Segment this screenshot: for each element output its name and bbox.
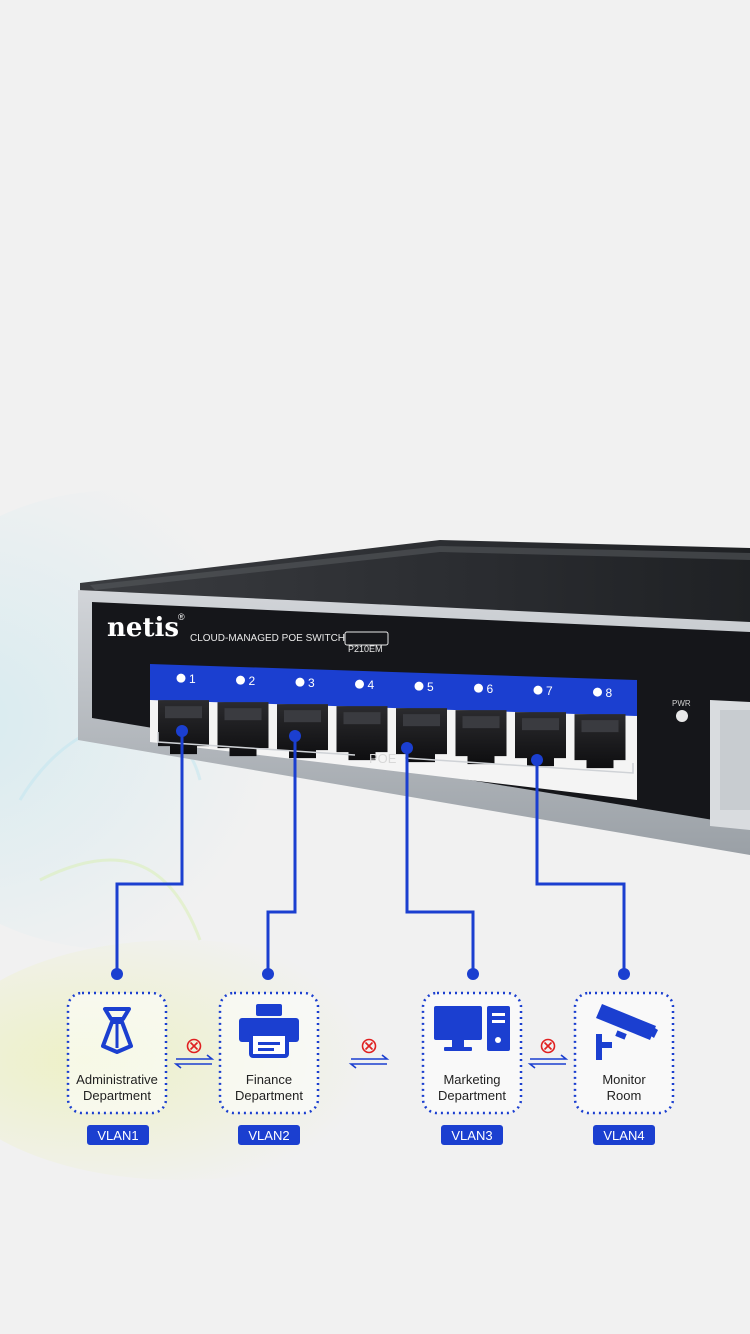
port-led-7: [533, 685, 543, 695]
port-led-6: [474, 683, 483, 693]
department-name-line1: Monitor: [602, 1072, 646, 1087]
port-number-5: 5: [427, 680, 434, 694]
vlan-badge-label: VLAN4: [603, 1128, 644, 1143]
vlan-connection-lines: [115, 731, 626, 974]
line-port5-marketing: [405, 748, 475, 974]
vlan-badge: [441, 1125, 503, 1145]
vlan-badge: [87, 1125, 149, 1145]
line-port3-finance: [266, 736, 297, 974]
department-card-marketing: Marketing Department VLAN3: [421, 991, 523, 1145]
poe-bracket-right: [404, 757, 634, 774]
blocked-circle-x-icon: [186, 1038, 202, 1054]
pwr-led: [676, 710, 688, 722]
port-led-5: [414, 681, 424, 691]
two-way-arrow-icon: [173, 1054, 215, 1069]
product-line-label: CLOUD-MANAGED POE SWITCH: [190, 633, 345, 644]
department-card-finance: Finance Department VLAN2: [218, 991, 320, 1145]
vlan-badge-label: VLAN1: [97, 1128, 138, 1143]
two-way-arrow-icon: [348, 1054, 390, 1069]
line-port1-admin: [115, 731, 184, 974]
port-number-1: 1: [189, 672, 196, 686]
isolation-marker-2-3: [348, 1038, 390, 1069]
port-led-2: [236, 675, 245, 685]
vlan-badge-label: VLAN3: [451, 1128, 492, 1143]
model-badge: [344, 631, 389, 646]
department-card-monitor: Monitor Room VLAN4: [573, 991, 675, 1145]
department-card-administrative: Administrative Department VLAN1: [66, 991, 168, 1145]
port-number-labels: 1 2 3 4 5 6 7 8: [176, 672, 613, 700]
vlan-badge: [593, 1125, 655, 1145]
port-number-8: 8: [606, 686, 613, 700]
ethernet-port-3: [277, 704, 328, 759]
department-name-line2: Department: [83, 1088, 151, 1103]
poe-label: POE: [369, 751, 397, 766]
port-number-2: 2: [249, 674, 256, 688]
vlan-badge: [238, 1125, 300, 1145]
ethernet-port-2: [217, 702, 269, 757]
blocked-circle-x-icon: [540, 1038, 556, 1054]
department-name-line2: Department: [438, 1088, 506, 1103]
isolation-marker-3-4: [527, 1038, 569, 1069]
desktop-computer-icon: [434, 1006, 510, 1051]
port-led-1: [176, 673, 186, 683]
port-number-7: 7: [546, 684, 553, 698]
line-port7-monitor: [535, 760, 626, 974]
poe-bracket: [157, 732, 356, 756]
port-jacks: [158, 700, 626, 769]
tie-icon: [101, 1007, 133, 1054]
ethernet-port-5: [396, 708, 447, 763]
registered-mark: ®: [178, 612, 185, 622]
department-name-line1: Administrative: [76, 1072, 158, 1087]
blocked-circle-x-icon: [361, 1038, 377, 1054]
port-led-3: [295, 677, 305, 687]
department-name-line1: Finance: [246, 1072, 292, 1087]
ethernet-port-8: [574, 714, 626, 769]
port-led-4: [355, 679, 364, 689]
vlan-badge-label: VLAN2: [248, 1128, 289, 1143]
port-led-8: [593, 687, 602, 697]
ethernet-port-6: [455, 710, 507, 765]
port-number-3: 3: [308, 676, 315, 690]
port-number-4: 4: [368, 678, 375, 692]
isolation-marker-1-2: [173, 1038, 215, 1069]
ethernet-port-4: [336, 706, 388, 761]
brand-logo: netis: [107, 613, 179, 643]
ethernet-port-7: [515, 712, 566, 767]
two-way-arrow-icon: [527, 1054, 569, 1069]
department-name-line1: Marketing: [443, 1072, 500, 1087]
printer-icon: [239, 1004, 299, 1058]
model-label: P210EM: [348, 644, 383, 654]
security-camera-icon: [596, 1004, 658, 1060]
port-number-6: 6: [487, 682, 494, 696]
department-name-line2: Department: [235, 1088, 303, 1103]
department-name-line2: Room: [607, 1088, 642, 1103]
pwr-label: PWR: [672, 699, 691, 708]
connection-endpoints: [111, 725, 630, 980]
